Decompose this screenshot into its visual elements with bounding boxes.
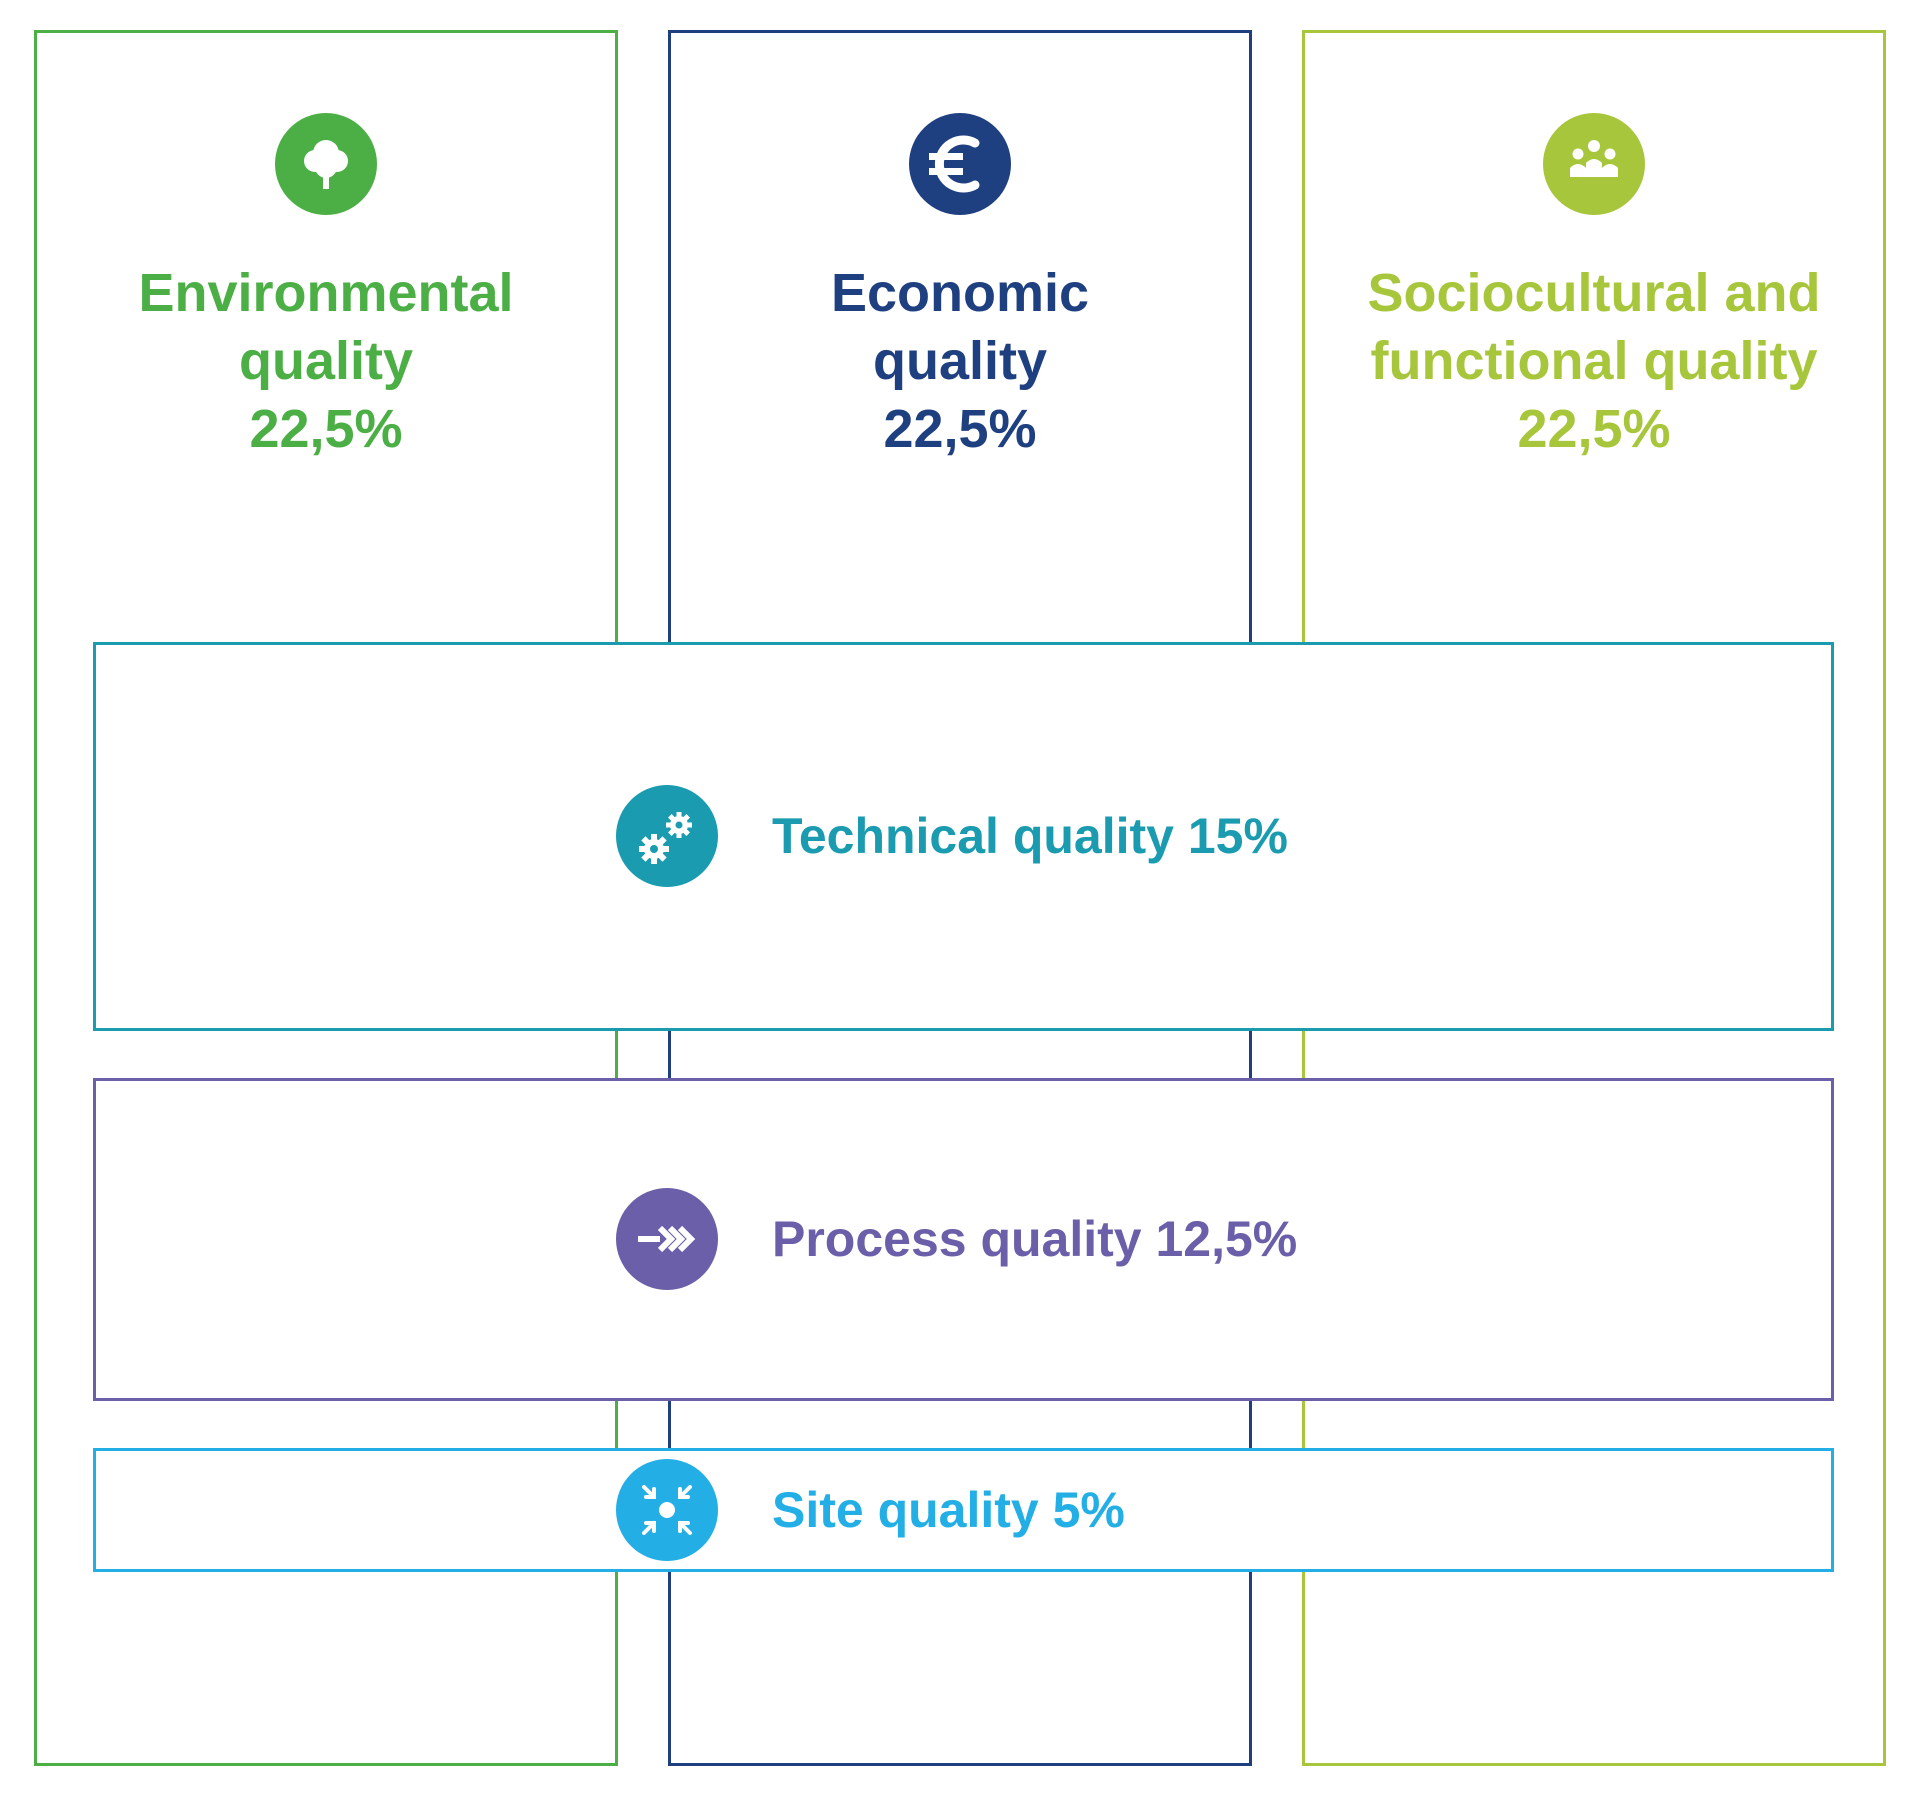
pillar-percent: 22,5% bbox=[883, 399, 1037, 459]
process-quality-band: Process quality 12,5% bbox=[93, 1078, 1834, 1401]
arrows-right-icon bbox=[616, 1188, 718, 1290]
band-label: Site quality 5% bbox=[772, 1482, 1125, 1538]
band-label: Process quality 12,5% bbox=[772, 1211, 1298, 1267]
pillar-percent: 22,5% bbox=[249, 399, 403, 459]
band-label: Technical quality 15% bbox=[772, 808, 1288, 864]
pillar-title: Environmental quality bbox=[138, 263, 514, 391]
gears-icon bbox=[616, 785, 718, 887]
pillar-percent: 22,5% bbox=[1517, 399, 1671, 459]
site-quality-band: Site quality 5% bbox=[93, 1448, 1834, 1572]
pillar-title: Sociocultural and functional quality bbox=[1367, 263, 1821, 391]
tree-icon bbox=[275, 113, 377, 215]
euro-icon bbox=[909, 113, 1011, 215]
pillar-title: Economic quality bbox=[830, 263, 1090, 391]
technical-quality-band: Technical quality 15% bbox=[93, 642, 1834, 1031]
people-icon bbox=[1543, 113, 1645, 215]
location-target-icon bbox=[616, 1459, 718, 1561]
